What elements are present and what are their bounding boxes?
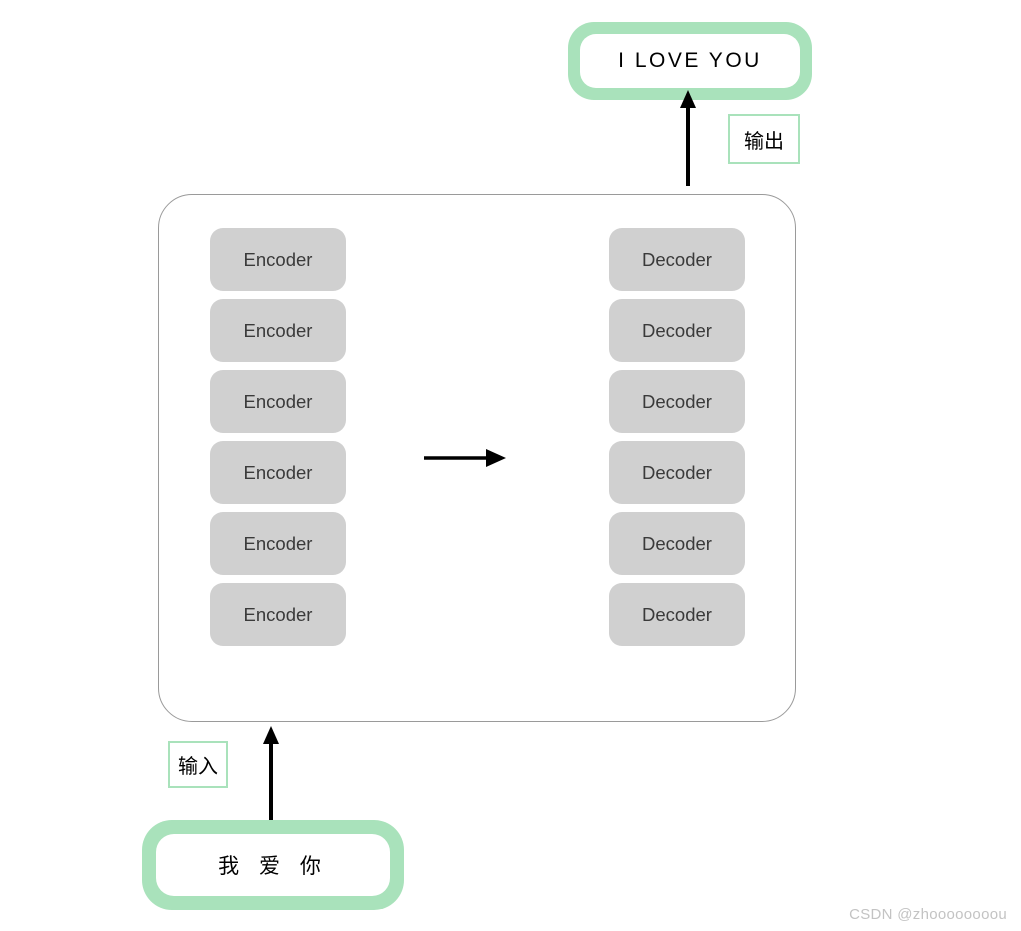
input-sentence-box: 我 爱 你 <box>142 820 404 910</box>
input-sentence-text: 我 爱 你 <box>218 855 328 878</box>
decoder-block: Decoder <box>609 583 745 646</box>
decoder-block-label: Decoder <box>642 461 712 483</box>
decoder-block-label: Decoder <box>642 603 712 625</box>
decoder-block: Decoder <box>609 512 745 575</box>
encoder-block: Encoder <box>210 583 346 646</box>
output-sentence-inner: I LOVE YOU <box>580 34 800 88</box>
input-tag-label: 输入 <box>178 756 218 778</box>
arrow-up-icon-input <box>263 726 279 820</box>
encoder-stack: Encoder Encoder Encoder Encoder Encoder … <box>210 228 346 646</box>
encoder-block-label: Encoder <box>243 390 313 412</box>
encoder-block: Encoder <box>210 370 346 433</box>
encoder-block-label: Encoder <box>243 248 313 270</box>
arrow-up-icon-output <box>680 90 696 186</box>
decoder-stack: Decoder Decoder Decoder Decoder Decoder … <box>609 228 745 646</box>
encoder-block: Encoder <box>210 228 346 291</box>
encoder-block-label: Encoder <box>243 461 313 483</box>
encoder-block: Encoder <box>210 441 346 504</box>
arrow-right-icon-encoder-to-decoder <box>424 449 506 467</box>
decoder-block-label: Decoder <box>642 248 712 270</box>
input-tag-box: 输入 <box>168 741 228 788</box>
decoder-block-label: Decoder <box>642 532 712 554</box>
decoder-block-label: Decoder <box>642 319 712 341</box>
encoder-block: Encoder <box>210 299 346 362</box>
encoder-block: Encoder <box>210 512 346 575</box>
output-sentence-box: I LOVE YOU <box>568 22 812 100</box>
decoder-block: Decoder <box>609 441 745 504</box>
encoder-block-label: Encoder <box>243 319 313 341</box>
input-sentence-inner: 我 爱 你 <box>156 834 390 896</box>
transformer-container <box>158 194 796 722</box>
output-tag-box: 输出 <box>728 114 800 164</box>
watermark-text: CSDN @zhoooooooou <box>849 906 1007 923</box>
decoder-block: Decoder <box>609 299 745 362</box>
decoder-block: Decoder <box>609 370 745 433</box>
encoder-block-label: Encoder <box>243 603 313 625</box>
decoder-block-label: Decoder <box>642 390 712 412</box>
encoder-block-label: Encoder <box>243 532 313 554</box>
output-sentence-text: I LOVE YOU <box>618 49 762 72</box>
output-tag-label: 输出 <box>744 130 784 153</box>
decoder-block: Decoder <box>609 228 745 291</box>
